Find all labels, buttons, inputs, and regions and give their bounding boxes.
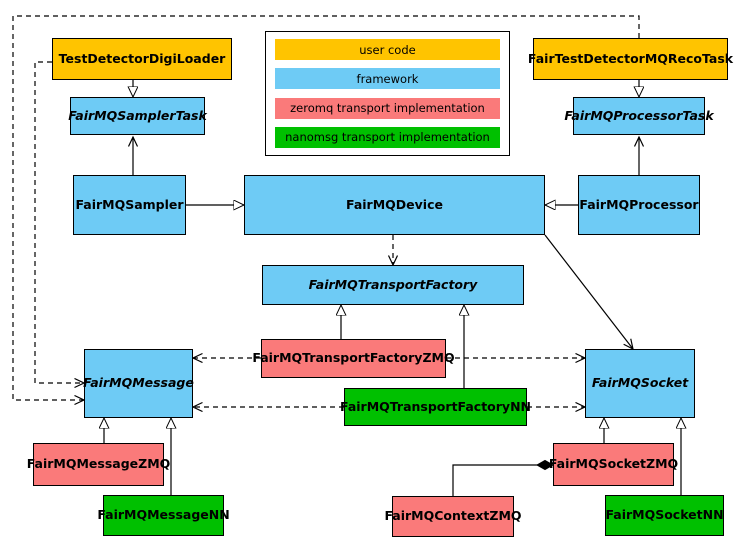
class-node-testdetectordigiloader[interactable]: TestDetectorDigiLoader — [52, 38, 232, 80]
class-node-fairmqprocessor[interactable]: FairMQProcessor — [578, 175, 700, 235]
class-node-fairmqmessagenn[interactable]: FairMQMessageNN — [97, 495, 230, 536]
edge-device-uses-socket — [544, 234, 633, 349]
legend-box: user code framework zeromq transport imp… — [265, 31, 510, 156]
class-node-fairmqprocessortask[interactable]: FairMQProcessorTask — [564, 97, 714, 135]
class-node-fairmqcontextzmq[interactable]: FairMQContextZMQ — [384, 496, 522, 537]
class-node-fairmqsocketzmq[interactable]: FairMQSocketZMQ — [549, 443, 678, 486]
legend-item-user-code: user code — [275, 39, 500, 60]
class-node-fairtestdetectormqrecotask[interactable]: FairTestDetectorMQRecoTask — [528, 38, 733, 80]
class-node-fairmqmessagezmq[interactable]: FairMQMessageZMQ — [27, 443, 170, 486]
class-node-fairmqmessage[interactable]: FairMQMessage — [83, 349, 194, 418]
class-node-fairmqtransportfactoryzmq[interactable]: FairMQTransportFactoryZMQ — [252, 339, 455, 378]
legend-item-framework: framework — [275, 68, 500, 90]
class-node-fairmqsocketnn[interactable]: FairMQSocketNN — [605, 495, 724, 536]
class-node-fairmqsocket[interactable]: FairMQSocket — [585, 349, 695, 418]
class-node-fairmqtransportfactorynn[interactable]: FairMQTransportFactoryNN — [340, 388, 531, 426]
class-node-fairmqsamplertask[interactable]: FairMQSamplerTask — [68, 97, 207, 135]
class-node-fairmqdevice[interactable]: FairMQDevice — [244, 175, 545, 235]
legend-item-zeromq: zeromq transport implementation — [275, 97, 500, 119]
legend-item-nanomsg: nanomsg transport implementation — [275, 126, 500, 148]
class-node-fairmqtransportfactory[interactable]: FairMQTransportFactory — [262, 265, 524, 305]
edge-socketzmq-composes-contextzmq — [452, 465, 553, 496]
class-node-fairmqsampler[interactable]: FairMQSampler — [73, 175, 186, 235]
